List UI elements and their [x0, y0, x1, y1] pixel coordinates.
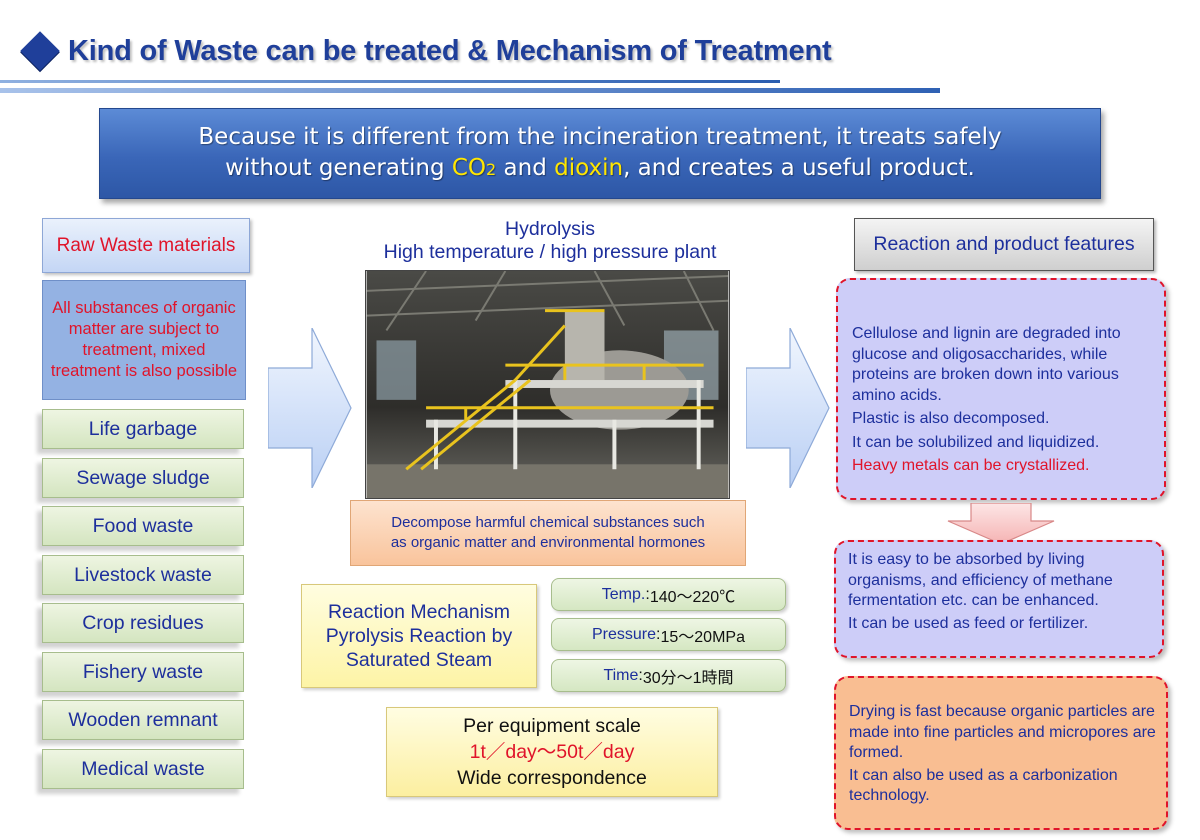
hydrolysis-title-line-1: Hydrolysis	[505, 218, 595, 240]
scale-line-3: Wide correspondence	[457, 767, 647, 789]
reaction-features-box: Cellulose and lignin are degraded into g…	[836, 278, 1166, 500]
decompose-note: Decompose harmful chemical substances su…	[350, 500, 746, 566]
absorption-text: It is easy to be absorbed by living orga…	[848, 551, 1113, 609]
page-title: Kind of Waste can be treated & Mechanism…	[68, 34, 832, 67]
reaction-mechanism-line-2: Pyrolysis Reaction by	[325, 625, 513, 647]
condition-label: Time	[603, 666, 639, 684]
waste-item: Food waste	[42, 506, 244, 546]
feature-text: It can be solubilized and liquidized.	[852, 433, 1100, 451]
banner-co2-subscript: 2	[486, 160, 497, 179]
banner-text: without generating	[225, 155, 452, 181]
waste-item: Life garbage	[42, 409, 244, 449]
flow-arrow-down-icon	[947, 503, 1055, 545]
decompose-line-2: as organic matter and environmental horm…	[390, 534, 706, 551]
reaction-features-header: Reaction and product features	[854, 218, 1154, 271]
condition-value: 15～20MPa	[660, 628, 745, 646]
condition-label: Pressure	[592, 625, 657, 643]
reaction-mechanism-line-3: Saturated Steam	[345, 649, 493, 671]
raw-waste-description: All substances of organic matter are sub…	[42, 280, 246, 400]
condition-pressure: Pressure : 15～20MPa	[551, 618, 786, 651]
flow-arrow-right-icon	[746, 328, 830, 488]
summary-banner: Because it is different from the inciner…	[99, 108, 1101, 199]
condition-separator: :	[656, 625, 661, 643]
absorption-box: It is easy to be absorbed by living orga…	[834, 540, 1164, 658]
feature-text: Plastic is also decomposed.	[852, 410, 1050, 427]
condition-separator: :	[638, 666, 643, 684]
waste-item: Crop residues	[42, 603, 244, 643]
waste-item: Wooden remnant	[42, 700, 244, 740]
waste-item: Livestock waste	[42, 555, 244, 595]
diamond-bullet-icon	[20, 31, 60, 71]
banner-dioxin: dioxin	[554, 155, 624, 181]
hydrolysis-title: Hydrolysis High temperature / high press…	[345, 218, 755, 264]
condition-time: Time : 30分～1時間	[551, 659, 786, 692]
reaction-mechanism-box: Reaction Mechanism Pyrolysis Reaction by…	[301, 584, 537, 688]
drying-text: It can also be used as a carbonization t…	[849, 766, 1118, 805]
condition-value: 140～220℃	[649, 588, 736, 606]
condition-temperature: Temp. : 140～220℃	[551, 578, 786, 611]
plant-photo	[365, 270, 730, 499]
reaction-mechanism-line-1: Reaction Mechanism	[327, 601, 511, 623]
title-underline-lower	[0, 88, 940, 93]
feature-text: Cellulose and lignin are degraded into g…	[852, 325, 1121, 404]
banner-line-2: without generating CO2 and dioxin, and c…	[225, 153, 975, 185]
waste-item: Fishery waste	[42, 652, 244, 692]
hydrolysis-title-line-2: High temperature / high pressure plant	[383, 241, 717, 263]
condition-value: 30分～1時間	[642, 669, 734, 687]
condition-separator: :	[645, 585, 650, 603]
banner-co2: CO2	[452, 155, 496, 181]
banner-line-1: Because it is different from the inciner…	[198, 124, 1002, 150]
waste-item: Medical waste	[42, 749, 244, 789]
absorption-text: It can be used as feed or fertilizer.	[848, 614, 1089, 632]
page-title-group: Kind of Waste can be treated & Mechanism…	[20, 28, 832, 74]
flow-arrow-right-icon	[268, 328, 352, 488]
banner-text: , and creates a useful product.	[623, 155, 975, 181]
waste-item: Sewage sludge	[42, 458, 244, 498]
condition-label: Temp.	[601, 585, 646, 603]
banner-co2-text: CO	[451, 155, 487, 181]
equipment-scale-box: Per equipment scale 1t／day～50t／day Wide …	[386, 707, 718, 797]
feature-text-highlight: Heavy metals can be crystallized.	[852, 457, 1090, 474]
banner-text: and	[496, 155, 555, 181]
drying-box: Drying is fast because organic particles…	[834, 676, 1168, 830]
scale-value: 1t／day～50t／day	[469, 741, 635, 763]
raw-waste-header: Raw Waste materials	[42, 218, 250, 273]
decompose-line-1: Decompose harmful chemical substances su…	[391, 514, 705, 531]
drying-text: Drying is fast because organic particles…	[849, 703, 1156, 761]
scale-line-1: Per equipment scale	[463, 715, 641, 737]
title-underline	[0, 80, 780, 83]
